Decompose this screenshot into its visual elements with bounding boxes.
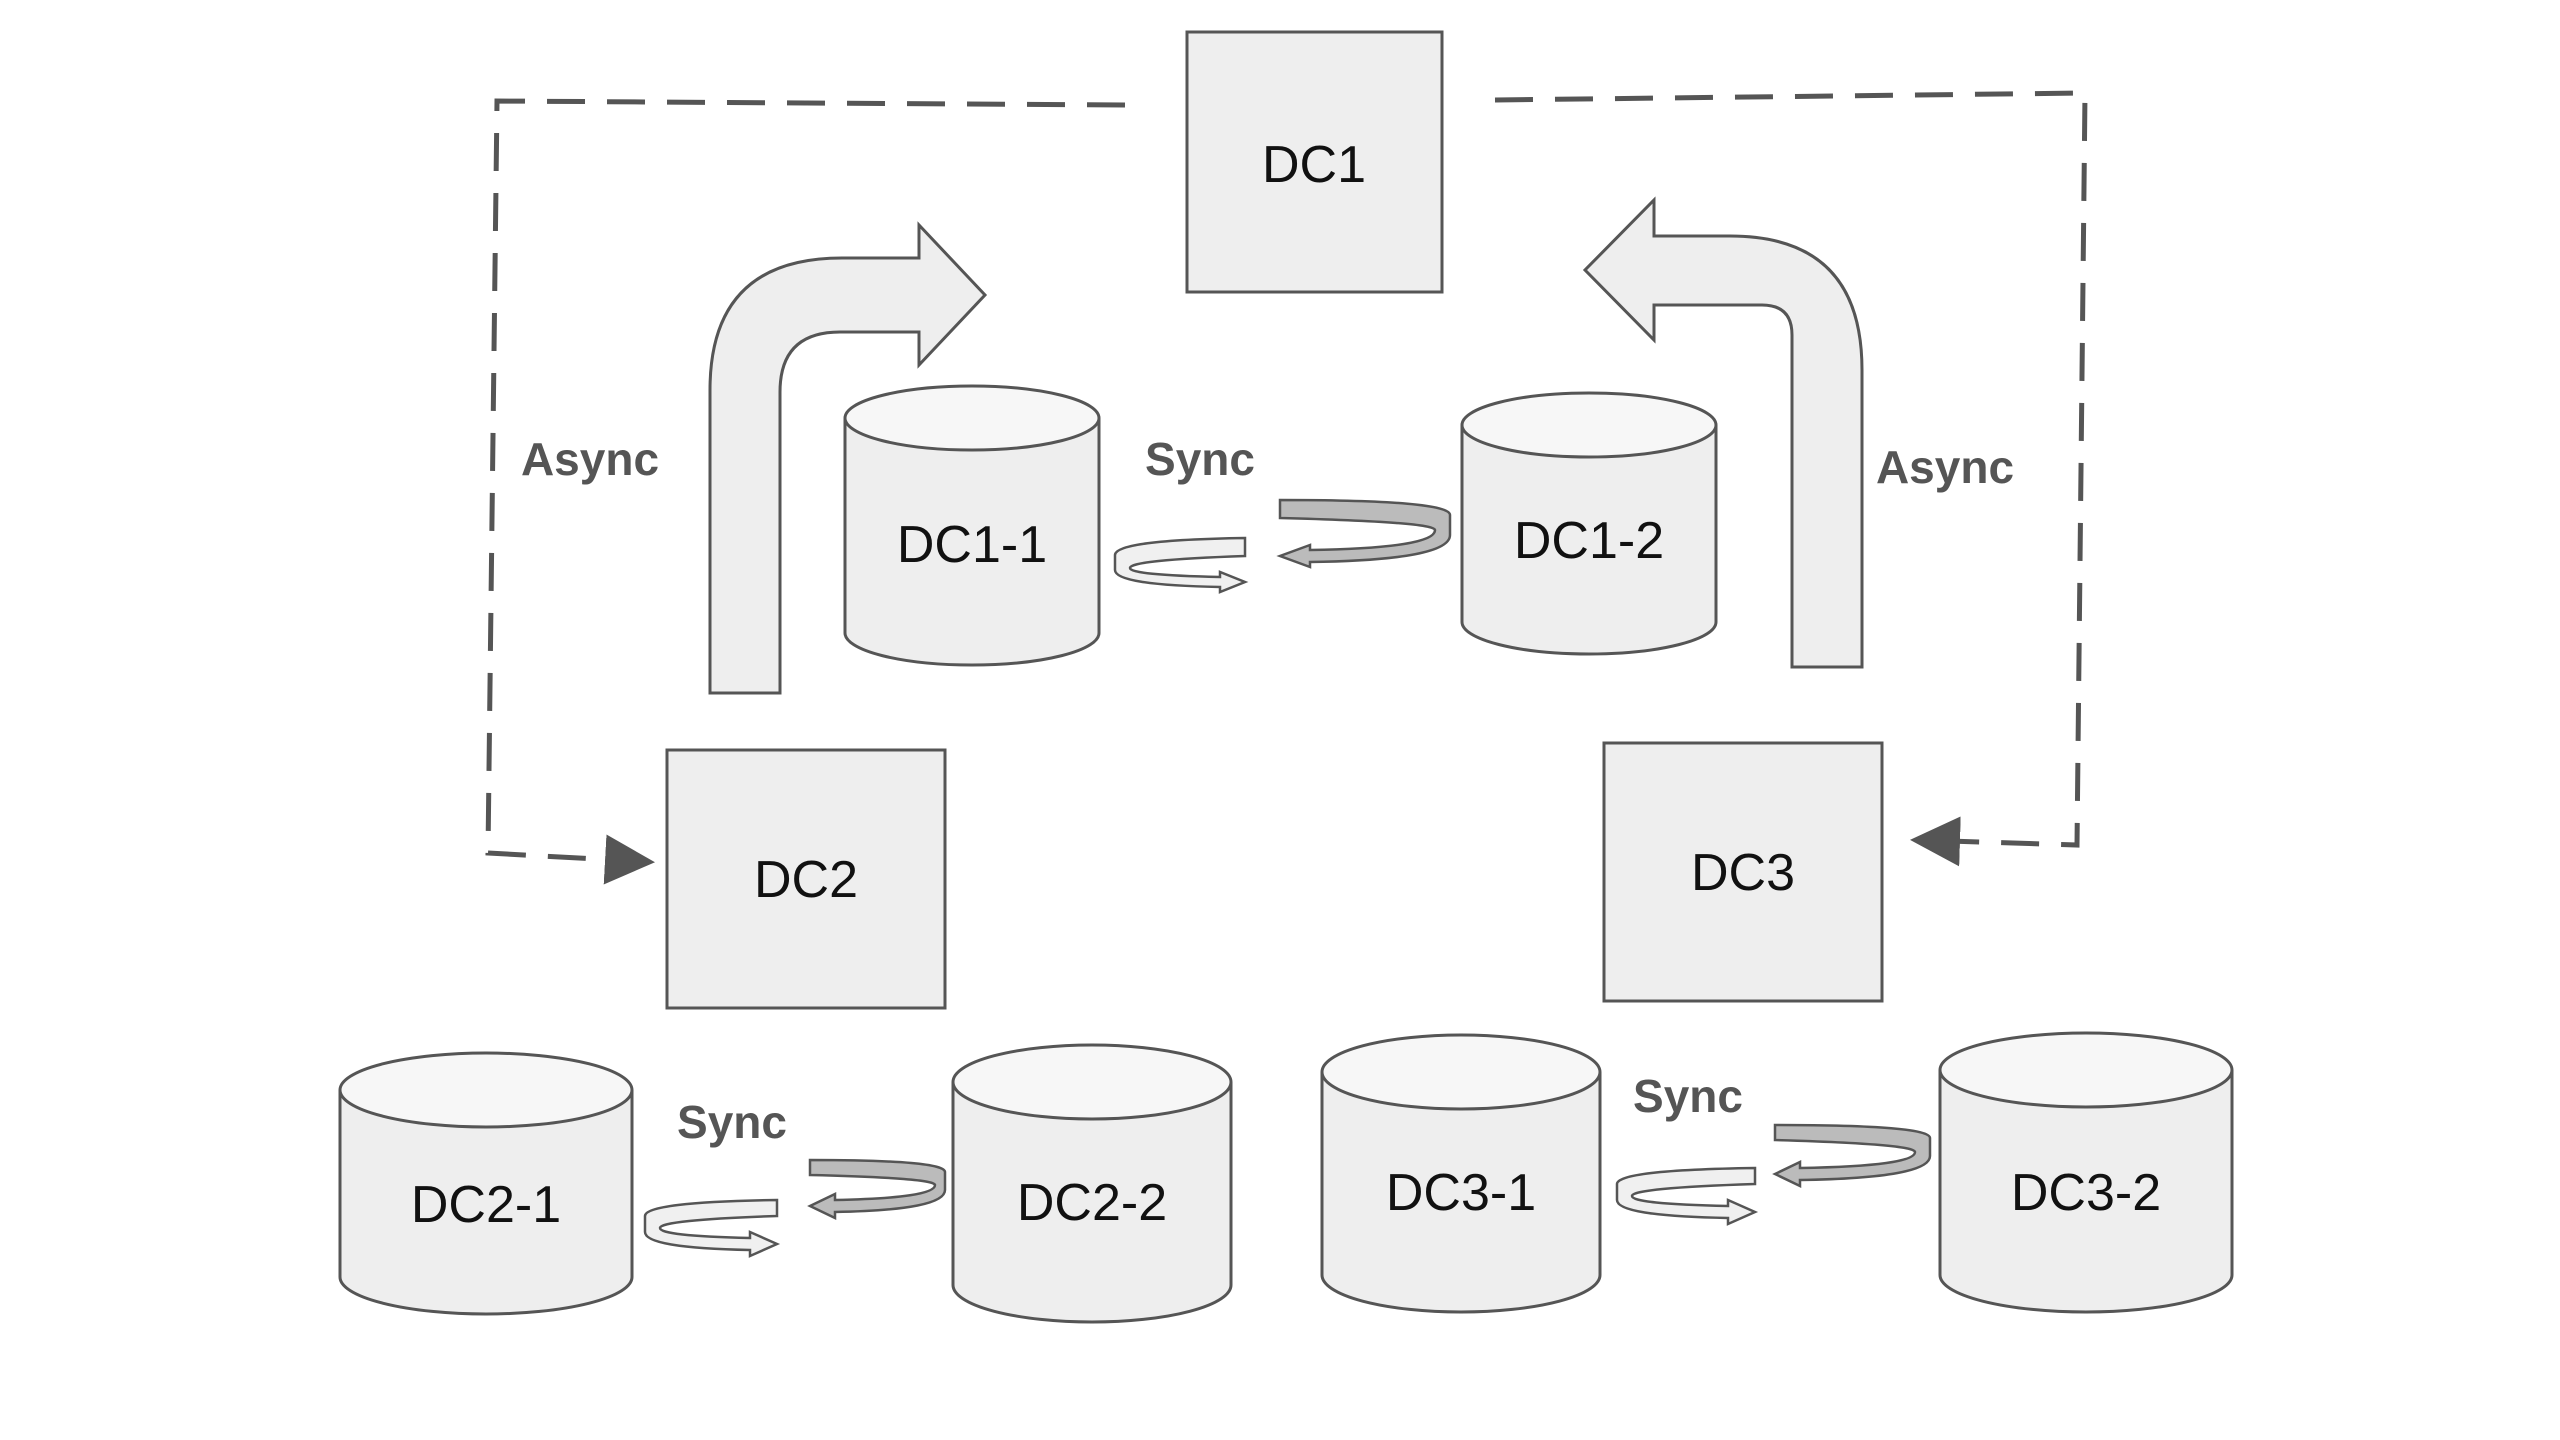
dc3-1-database: DC3-1 [1320,1033,1602,1314]
dc2-label: DC2 [754,851,858,909]
dc3-2-label: DC3-2 [2011,1164,2161,1222]
dc1-1-label: DC1-1 [897,516,1047,574]
dc3-label: DC3 [1691,844,1795,902]
dc1-box: DC1 [1185,30,1444,294]
dc1-2-database: DC1-2 [1460,391,1718,656]
async-arrow-left [708,221,988,695]
dc3-2-database: DC3-2 [1938,1031,2234,1314]
dashed-async-line-to-dc2 [485,98,1126,885]
dc3-box: DC3 [1602,741,1884,1003]
dashed-async-line-to-dc3 [1494,90,2088,867]
sync-label-dc2: Sync [677,1096,787,1148]
dc2-box: DC2 [665,748,947,1010]
dc1-1-database: DC1-1 [843,384,1101,667]
sync-arrows-dc2 [643,1158,947,1258]
dc2-1-database: DC2-1 [338,1051,634,1316]
dc1-label: DC1 [1262,136,1366,194]
dc3-1-label: DC3-1 [1386,1164,1536,1222]
dc2-2-database: DC2-2 [951,1043,1233,1324]
sync-arrows-dc1 [1113,498,1452,594]
sync-arrows-dc3 [1615,1123,1932,1226]
async-label-left: Async [521,433,659,485]
dc1-2-label: DC1-2 [1514,512,1664,570]
dc2-2-label: DC2-2 [1017,1174,1167,1232]
async-arrow-right [1582,196,1864,669]
sync-label-dc1: Sync [1145,433,1255,485]
async-label-right: Async [1876,441,2014,493]
sync-label-dc3: Sync [1633,1070,1743,1122]
dc2-1-label: DC2-1 [411,1176,561,1234]
